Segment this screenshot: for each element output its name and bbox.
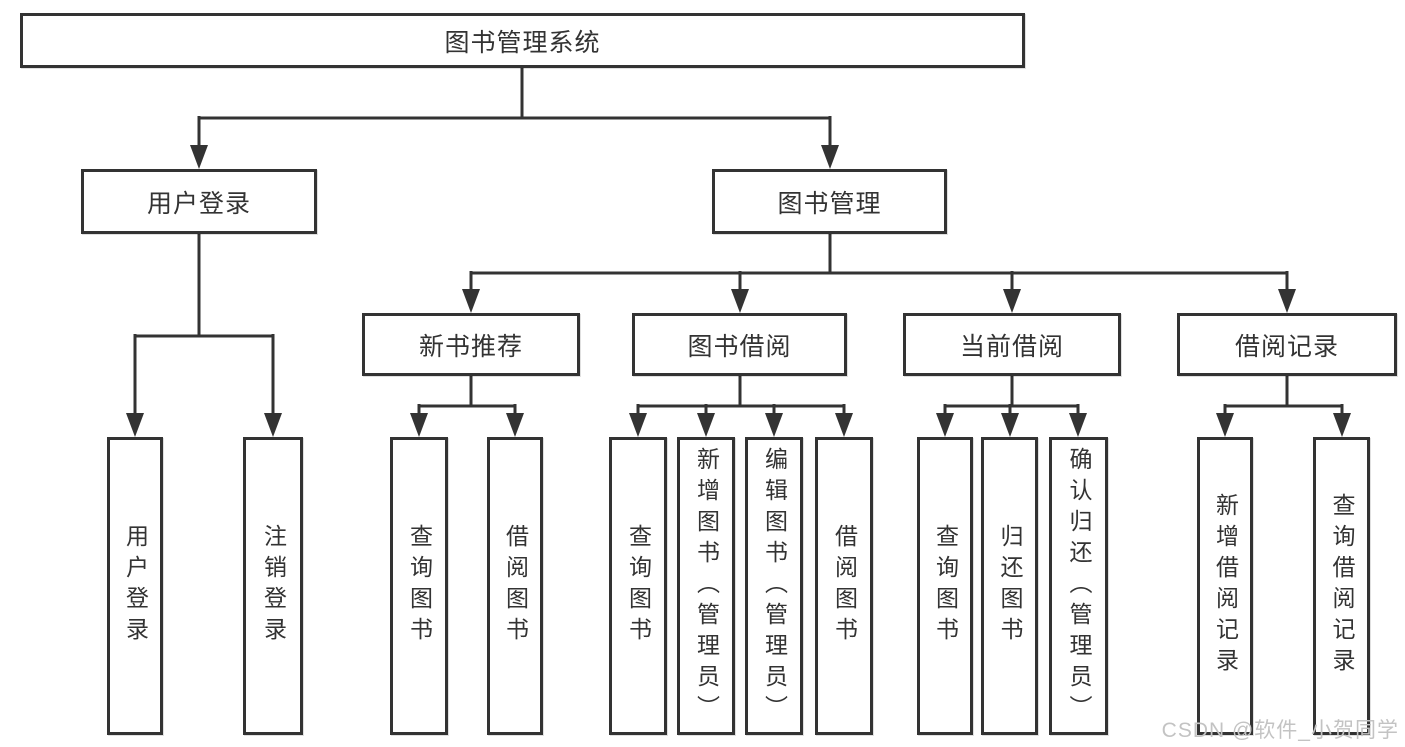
node-query-books-borrowing: 查询图书 bbox=[609, 437, 667, 735]
node-add-borrow-record-label: 新增借阅记录 bbox=[1212, 493, 1239, 679]
node-borrow-books-borrowing-label: 借阅图书 bbox=[831, 524, 858, 648]
node-user-login: 用户登录 bbox=[81, 169, 317, 234]
node-borrowing-records: 借阅记录 bbox=[1177, 313, 1397, 376]
node-add-book-admin: 新增图书（管理员） bbox=[677, 437, 735, 735]
node-add-borrow-record: 新增借阅记录 bbox=[1197, 437, 1253, 735]
node-query-books-current: 查询图书 bbox=[917, 437, 973, 735]
node-book-borrowing: 图书借阅 bbox=[632, 313, 847, 376]
node-logout: 注销登录 bbox=[243, 437, 303, 735]
node-query-borrow-record: 查询借阅记录 bbox=[1313, 437, 1370, 735]
node-user-login-leaf: 用户登录 bbox=[107, 437, 163, 735]
node-add-book-admin-label: 新增图书（管理员） bbox=[693, 446, 720, 726]
node-library-management-system: 图书管理系统 bbox=[20, 13, 1025, 68]
node-edit-book-admin-label: 编辑图书（管理员） bbox=[761, 446, 788, 726]
node-current-borrowing: 当前借阅 bbox=[903, 313, 1121, 376]
node-logout-label: 注销登录 bbox=[260, 524, 287, 648]
node-borrow-books-recommend: 借阅图书 bbox=[487, 437, 543, 735]
node-confirm-return-admin-label: 确认归还（管理员） bbox=[1066, 446, 1092, 726]
node-edit-book-admin: 编辑图书（管理员） bbox=[745, 437, 803, 735]
node-borrow-books-borrowing: 借阅图书 bbox=[815, 437, 873, 735]
node-query-borrow-record-label: 查询借阅记录 bbox=[1329, 493, 1355, 679]
node-borrow-books-recommend-label: 借阅图书 bbox=[502, 524, 529, 648]
node-confirm-return-admin: 确认归还（管理员） bbox=[1049, 437, 1108, 735]
node-user-login-leaf-label: 用户登录 bbox=[122, 524, 149, 648]
node-new-book-recommendation: 新书推荐 bbox=[362, 313, 580, 376]
node-query-books-borrowing-label: 查询图书 bbox=[625, 524, 652, 648]
node-book-management: 图书管理 bbox=[712, 169, 947, 234]
node-query-books-recommend: 查询图书 bbox=[390, 437, 448, 735]
node-return-books-label: 归还图书 bbox=[997, 524, 1023, 648]
node-return-books: 归还图书 bbox=[981, 437, 1038, 735]
node-query-books-recommend-label: 查询图书 bbox=[406, 524, 433, 648]
node-query-books-current-label: 查询图书 bbox=[932, 524, 959, 648]
